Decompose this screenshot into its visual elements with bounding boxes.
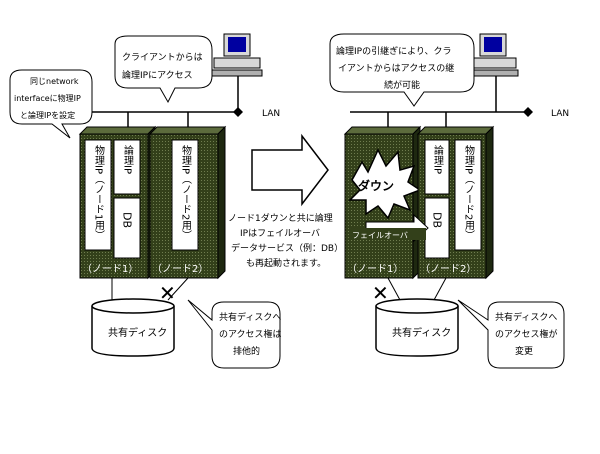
callout-client-access: クライアントからは 論理IPにアクセス xyxy=(114,35,213,104)
lan-label-left: LAN xyxy=(262,109,280,119)
callout-client-continuity: 論理IPの引継ぎにより、クラ イアントからはアクセスの継 続が可能 xyxy=(329,33,475,107)
callout-continuity-line2: イアントからはアクセスの継 xyxy=(338,62,454,74)
node2-after: 論理IP DB 物理IP（ノード2用） （ノード2） xyxy=(416,125,495,280)
callout-disk-right: 共有ディスクへ のアクセス権が 変更 xyxy=(457,299,565,369)
callout-nic-line2: interfaceに物理IP xyxy=(14,93,81,103)
node1-before: 物理IP（ノード1用） 論理IP DB （ノード1） xyxy=(78,125,157,280)
callout-disk-right-line3: 変更 xyxy=(515,345,533,357)
callout-disk-left-line3: 排他的 xyxy=(233,345,260,357)
callout-disk-left: 共有ディスクへ のアクセス権は 排他的 xyxy=(187,299,282,369)
transition-arrow xyxy=(251,133,329,207)
callout-nic: 同じnetwork interfaceに物理IP と論理IPを設定 xyxy=(9,69,93,139)
node1-db-label: DB xyxy=(121,212,134,228)
failover-label: フェイルオーバ xyxy=(352,231,408,240)
transition-line4: も再起動されます。 xyxy=(246,258,326,269)
callout-disk-right-line2: のアクセス権が xyxy=(495,328,558,340)
callout-continuity-line1: 論理IPの引継ぎにより、クラ xyxy=(336,45,452,57)
node2-caption-left: （ノード2） xyxy=(152,263,208,275)
node2-physical-ip-label-right: 物理IP（ノード2用） xyxy=(463,144,475,241)
node2-logical-ip-label: 論理IP xyxy=(432,144,444,174)
callout-client-line1: クライアントからは xyxy=(122,52,203,63)
blocked-access-x-left: ✕ xyxy=(159,281,176,305)
shared-disk-left: 共有ディスク xyxy=(91,298,175,357)
node2-physical-ip-label-left: 物理IP（ノード2用） xyxy=(180,144,192,241)
node2-db-label: DB xyxy=(431,212,444,228)
callout-disk-left-line2: のアクセス権は xyxy=(219,328,282,340)
down-label: ダウン xyxy=(358,178,394,193)
transition-line2: IPはフェイルオーバ xyxy=(240,228,320,239)
callout-nic-line1: 同じnetwork xyxy=(30,77,79,86)
callout-client-line2: 論理IPにアクセス xyxy=(122,69,193,81)
transition-line3: データサービス（例：DB） xyxy=(231,242,343,254)
callout-disk-left-line1: 共有ディスクへ xyxy=(219,311,281,323)
callout-disk-right-line1: 共有ディスクへ xyxy=(495,311,557,323)
node1-caption-left: （ノード1） xyxy=(82,263,138,275)
callout-nic-line3: と論理IPを設定 xyxy=(20,110,75,120)
client-computer-icon xyxy=(209,33,263,77)
transition-line1: ノード1ダウンと共に論理 xyxy=(228,212,333,224)
blocked-access-x-right: ✕ xyxy=(372,281,389,305)
failover-arrow: フェイルオーバ xyxy=(350,213,429,243)
down-burst: ダウン xyxy=(348,148,422,220)
callout-continuity-line3: 続が可能 xyxy=(384,79,420,91)
node1-physical-ip-label: 物理IP（ノード1用） xyxy=(93,144,105,241)
disk-label-left: 共有ディスク xyxy=(108,326,167,339)
node2-caption-right: （ノード2） xyxy=(420,263,476,275)
lan-end-diamond-right xyxy=(523,107,533,117)
client-computer-icon-right xyxy=(465,33,519,77)
node2-before: 物理IP（ノード2用） （ノード2） xyxy=(148,125,227,280)
node1-caption-right: （ノード1） xyxy=(347,263,403,275)
transition-note: ノード1ダウンと共に論理 IPはフェイルオーバ データサービス（例：DB） も再… xyxy=(228,212,343,269)
lan-label-right: LAN xyxy=(551,109,569,119)
node1-logical-ip-label: 論理IP xyxy=(122,144,134,174)
shared-disk-right: 共有ディスク xyxy=(375,298,459,357)
disk-label-right: 共有ディスク xyxy=(392,326,451,339)
